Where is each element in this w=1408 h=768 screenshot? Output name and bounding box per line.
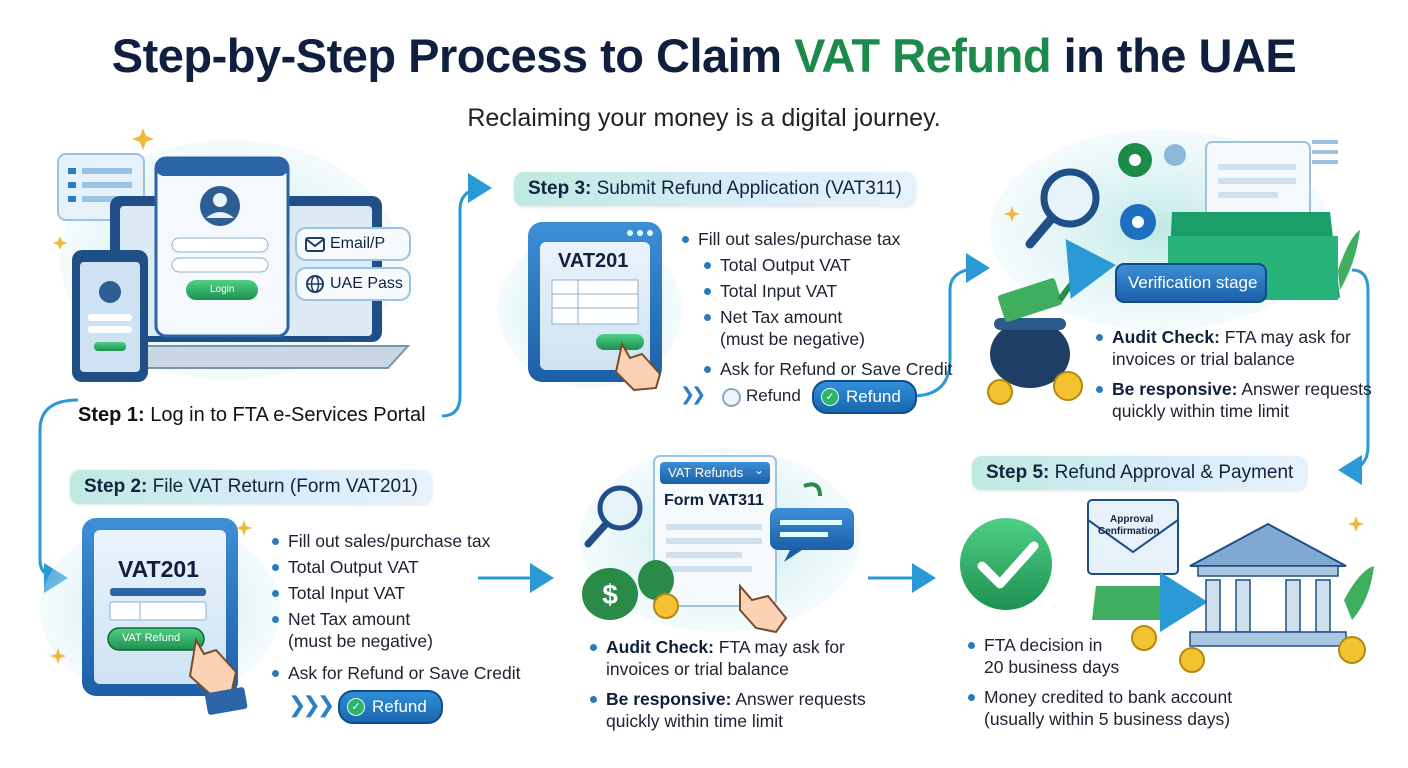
coin-icon [987, 379, 1013, 405]
step2-bullets: Fill out sales/purchase tax Total Output… [270, 530, 520, 684]
bullet-continuation: (must be negative) [288, 631, 433, 651]
step2-screen-title: VAT201 [118, 556, 199, 582]
responsive-bullet: Be responsive: Answer requests [588, 688, 866, 710]
bullet: Total Output VAT [702, 254, 952, 276]
audit-check-bullet: Audit Check: FTA may ask for [1094, 326, 1372, 348]
bullet-continuation: (must be negative) [720, 329, 865, 349]
banknotes-icon [1092, 586, 1170, 620]
pointing-hand-icon [188, 637, 238, 696]
check-icon: ✓ [347, 698, 365, 716]
step3-chevrons-icon: ❯❯ [680, 384, 706, 404]
audit-check-bullet: Audit Check: FTA may ask for [588, 636, 866, 658]
mid-bullets: Audit Check: FTA may ask for invoices or… [588, 636, 866, 732]
step3-label: Step 3: [528, 178, 592, 199]
bullet: Ask for Refund or Save Credit [702, 358, 952, 380]
audit-check-continuation: invoices or trial balance [606, 659, 789, 679]
email-option-label[interactable]: Email/P [330, 235, 386, 252]
step1-label: Step 1: [78, 404, 145, 426]
uaepass-option-box [295, 267, 411, 301]
login-button[interactable]: Login [210, 284, 235, 295]
responsive-label: Be responsive: [1112, 379, 1238, 399]
step3-screen-title: VAT201 [558, 250, 629, 272]
check-icon: ✓ [821, 388, 839, 406]
refund-radio-label: Refund [746, 386, 801, 405]
audit-text: FTA may ask for [1219, 327, 1351, 347]
step2-label: Step 2: [84, 476, 148, 497]
page-title: Step-by-Step Process to Claim VAT Refund… [0, 28, 1408, 83]
envelope-icon [1087, 499, 1179, 575]
step4-bullets: Audit Check: FTA may ask for invoices or… [1094, 326, 1372, 422]
connector-step3-to-step4 [911, 253, 990, 398]
step1-heading: Step 1: Log in to FTA e-Services Portal [78, 404, 426, 427]
chat-bubble-icon [770, 508, 854, 550]
bullet: Fill out sales/purchase tax [680, 228, 952, 250]
title-text: Step-by-Step Process to Claim [111, 29, 795, 82]
form-vat311-title: Form VAT311 [664, 492, 764, 509]
step3-text: Submit Refund Application (VAT311) [591, 178, 902, 199]
svg-text:$: $ [602, 579, 618, 610]
envelope-line1: Approval [1110, 514, 1154, 525]
responsive-continuation: quickly within time limit [606, 711, 783, 731]
audit-label: Audit Check: [1112, 327, 1220, 347]
bullet-continuation: 20 business days [984, 657, 1120, 677]
checkmark-icon [960, 518, 1052, 610]
vat-refunds-dropdown[interactable]: VAT Refunds [668, 465, 744, 480]
step5-bullets: FTA decision in 20 business days Money c… [966, 634, 1232, 730]
verification-stage-banner: Verification stage [1128, 273, 1258, 292]
step3-refund-button[interactable]: ✓ Refund [812, 380, 917, 414]
verification-banner-box [1115, 263, 1267, 303]
page-subtitle: Reclaiming your money is a digital journ… [467, 104, 941, 132]
mail-icon [305, 237, 325, 252]
chevron-down-icon: ⌄ [754, 463, 765, 477]
connector-step4-to-step5 [1338, 268, 1370, 485]
step4-magnifier-icon [1040, 168, 1100, 228]
step2-refund-button[interactable]: ✓ Refund [338, 690, 443, 724]
bullet: FTA decision in [966, 634, 1232, 656]
step5-text: Refund Approval & Payment [1049, 462, 1294, 483]
audit-label: Audit Check: [606, 637, 714, 657]
step3-refund-label: Refund [846, 387, 901, 406]
audit-check-continuation: invoices or trial balance [1112, 349, 1295, 369]
sparkle-icon [132, 128, 154, 150]
cash-icon [997, 278, 1063, 322]
step2-heading: Step 2: File VAT Return (Form VAT201) [70, 470, 432, 504]
refund-radio[interactable] [722, 388, 741, 407]
responsive-label: Be responsive: [606, 689, 732, 709]
email-option-box [295, 227, 411, 261]
responsive-bullet: Be responsive: Answer requests [1094, 378, 1372, 400]
bank-icon [1189, 522, 1347, 567]
money-bag-icon [582, 568, 638, 620]
bullet: Total Input VAT [270, 582, 520, 604]
bullet: Net Tax amount [702, 306, 952, 328]
magnifier-icon [597, 485, 643, 531]
pot-icon [990, 320, 1070, 388]
bullet: Fill out sales/purchase tax [270, 530, 520, 552]
step2-refund-label: Refund [372, 697, 427, 716]
bullet: Net Tax amount [270, 608, 520, 630]
step2-vat-refund-button[interactable]: VAT Refund [122, 632, 181, 644]
bullet: Total Input VAT [702, 280, 952, 302]
envelope-line2: Cenfirmation [1098, 526, 1160, 537]
bullet-continuation: (usually within 5 business days) [984, 709, 1231, 729]
responsive-text: Answer requests [1237, 379, 1372, 399]
step2-text: File VAT Return (Form VAT201) [147, 476, 418, 497]
title-text-end: in the UAE [1051, 29, 1297, 82]
step5-label: Step 5: [986, 462, 1050, 483]
connector-step1-to-step3 [441, 173, 492, 418]
responsive-continuation: quickly within time limit [1112, 401, 1289, 421]
login-button-icon [186, 280, 258, 300]
step5-heading: Step 5: Refund Approval & Payment [972, 456, 1308, 490]
title-accent: VAT Refund [794, 29, 1052, 82]
audit-text: FTA may ask for [713, 637, 845, 657]
step1-text: Log in to FTA e-Services Portal [144, 404, 426, 426]
step3-bullets: Fill out sales/purchase tax Total Output… [680, 228, 952, 380]
uaepass-option-label[interactable]: UAE Pass [330, 275, 403, 292]
step3-heading: Step 3: Submit Refund Application (VAT31… [514, 172, 916, 206]
bullet: Ask for Refund or Save Credit [270, 662, 520, 684]
responsive-text: Answer requests [731, 689, 866, 709]
bullet: Total Output VAT [270, 556, 520, 578]
bullet: Money credited to bank account [966, 686, 1232, 708]
chevrons-icon: ❯❯❯ [288, 692, 335, 717]
